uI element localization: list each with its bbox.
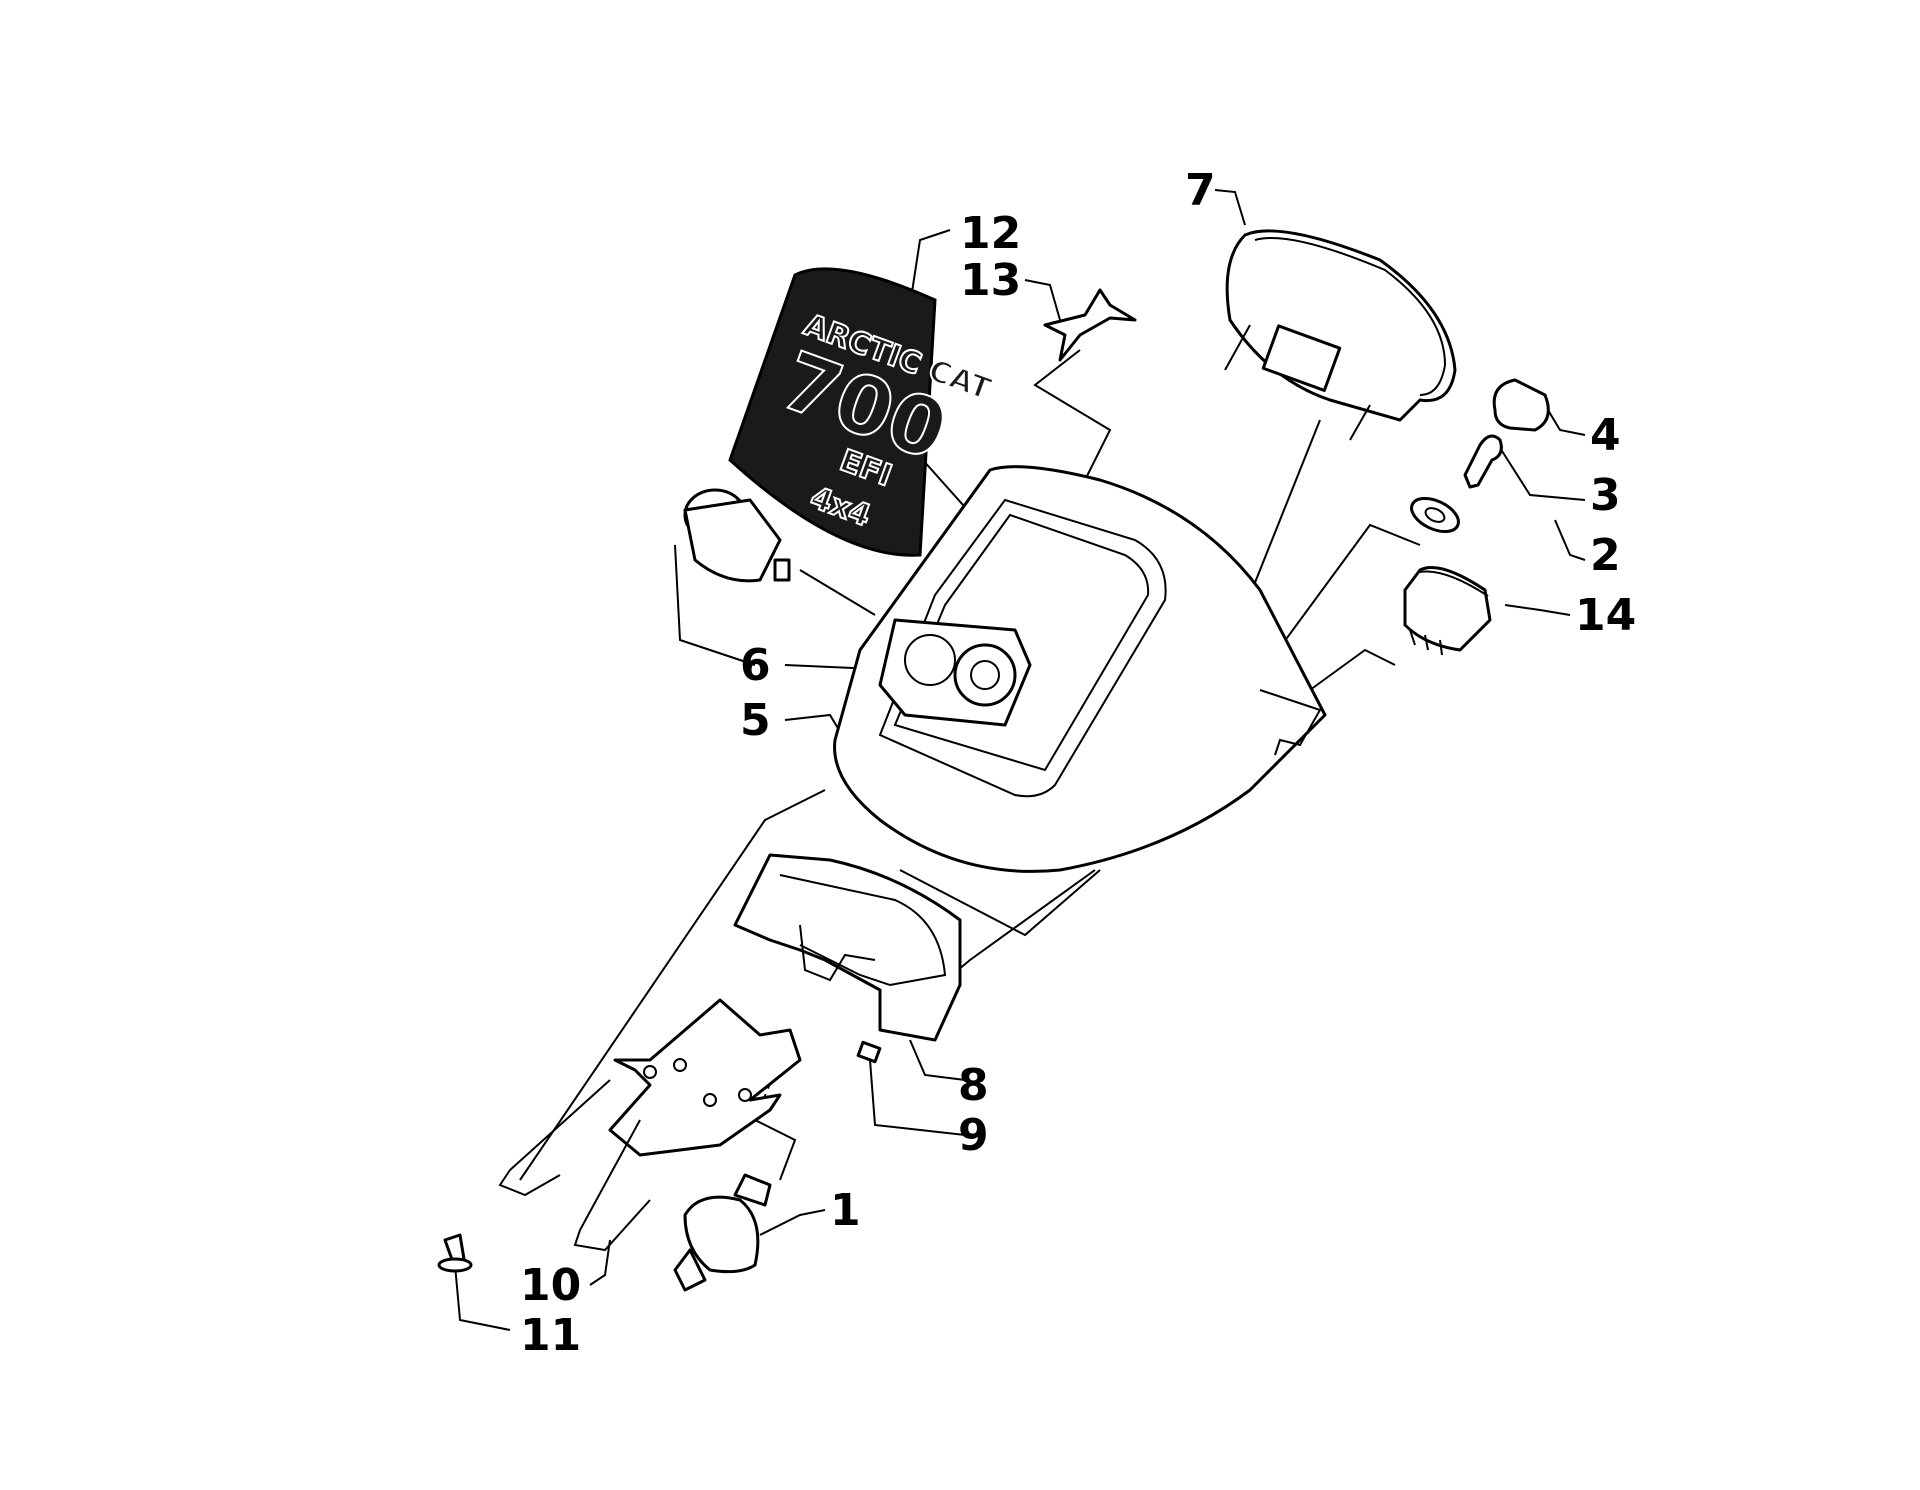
bracket-hole-4 [738, 1088, 752, 1102]
leader-12 [909, 229, 951, 306]
knob-part-1 [673, 1173, 772, 1292]
leader-8 [909, 1039, 966, 1081]
bezel-frame [733, 853, 962, 1042]
nut-hole [1424, 507, 1446, 523]
leader-11 [454, 1264, 511, 1331]
key-cap-part-4 [1492, 378, 1550, 432]
switch-body [1403, 566, 1492, 652]
nut-ring [1410, 496, 1460, 534]
switch-part-14 [1403, 566, 1492, 656]
assembly-line-13 [1033, 349, 1112, 491]
bracket-arm-left [498, 1079, 611, 1197]
leader-6b [674, 544, 756, 666]
key-part-3 [1463, 434, 1503, 489]
assembly-line-bezel-mid [899, 869, 1101, 937]
leader-lines [454, 189, 1586, 1331]
bezel-slot [799, 924, 876, 982]
callout-7: 7 [1185, 165, 1216, 216]
bezel-inner [779, 874, 947, 987]
knob-body [683, 1195, 760, 1274]
leader-2 [1554, 519, 1586, 561]
bracket-part-10 [498, 998, 802, 1252]
callout-5: 5 [740, 695, 771, 746]
cat-emblem-icon [1043, 288, 1137, 362]
bezel-part-8 [733, 853, 962, 1042]
gauge-lens [1254, 237, 1447, 396]
rivet-part-11 [437, 1233, 473, 1273]
callout-9: 9 [958, 1110, 989, 1161]
housing-part-5 [833, 465, 1327, 873]
nut-part-2 [1410, 496, 1460, 534]
gauge-connector [1261, 324, 1342, 392]
callout-labels: 1 2 3 4 5 6 7 8 9 10 11 12 13 14 [520, 165, 1636, 1361]
leader-3 [1494, 439, 1586, 501]
relay-terminal [773, 558, 791, 582]
gauge-housing [1225, 229, 1457, 422]
bracket-hole-3 [703, 1093, 717, 1107]
switch-pin-1 [1409, 629, 1416, 646]
gauge-stud-right [1349, 404, 1371, 441]
callout-13: 13 [960, 255, 1021, 306]
flasher-relay [683, 488, 791, 583]
bracket-arm-right [573, 1119, 651, 1252]
gauge-stud-left [1224, 324, 1251, 371]
assembly-line-14 [1309, 648, 1396, 691]
callout-6: 6 [740, 640, 771, 691]
leader-10 [589, 1239, 611, 1286]
leader-9 [869, 1059, 966, 1136]
grommet-part-6 [878, 618, 1032, 727]
grommet-hole [970, 660, 1000, 690]
assembly-line-bezel-left [519, 789, 826, 1181]
assembly-line-bezel-right [939, 869, 1096, 986]
leader-7 [1214, 189, 1246, 226]
switch-bezel [1419, 570, 1489, 597]
pod-recess-outer [878, 498, 1167, 798]
bracket-plate [608, 998, 802, 1157]
callout-4: 4 [1590, 410, 1621, 461]
emblem-part-13 [1043, 288, 1137, 362]
clip-part-9 [856, 1040, 882, 1064]
grommet-ring-right [953, 643, 1017, 707]
key-icon [1463, 434, 1503, 489]
callout-14: 14 [1575, 590, 1636, 641]
switch-pin-3 [1439, 639, 1443, 656]
callout-8: 8 [958, 1060, 989, 1111]
grommet-ring-left [904, 634, 956, 686]
knob-handle [673, 1248, 707, 1292]
callout-3: 3 [1590, 470, 1621, 521]
key-cap [1492, 378, 1550, 432]
bracket-hole-1 [643, 1065, 657, 1079]
rivet-head [437, 1257, 473, 1273]
pod-recess-inner [893, 513, 1150, 772]
gauge-part-7 [1224, 229, 1457, 441]
callout-11: 11 [520, 1310, 581, 1361]
relay-body [683, 498, 782, 583]
switch-pin-2 [1424, 634, 1429, 651]
callout-12: 12 [960, 208, 1021, 259]
leader-14 [1504, 604, 1571, 616]
callout-1: 1 [830, 1185, 861, 1236]
bracket-hole-2 [673, 1058, 687, 1072]
callout-10: 10 [520, 1260, 581, 1311]
knob-stem [733, 1173, 772, 1207]
leader-4 [1544, 404, 1586, 436]
assembly-line-bracket [754, 1119, 797, 1181]
decal-panel [728, 267, 937, 557]
callout-2: 2 [1590, 530, 1621, 581]
assembly-line-flasher [799, 569, 876, 616]
clip-body [856, 1040, 882, 1064]
pod-tab [1259, 689, 1322, 756]
leader-13 [1024, 279, 1061, 321]
leader-1 [759, 1209, 826, 1236]
